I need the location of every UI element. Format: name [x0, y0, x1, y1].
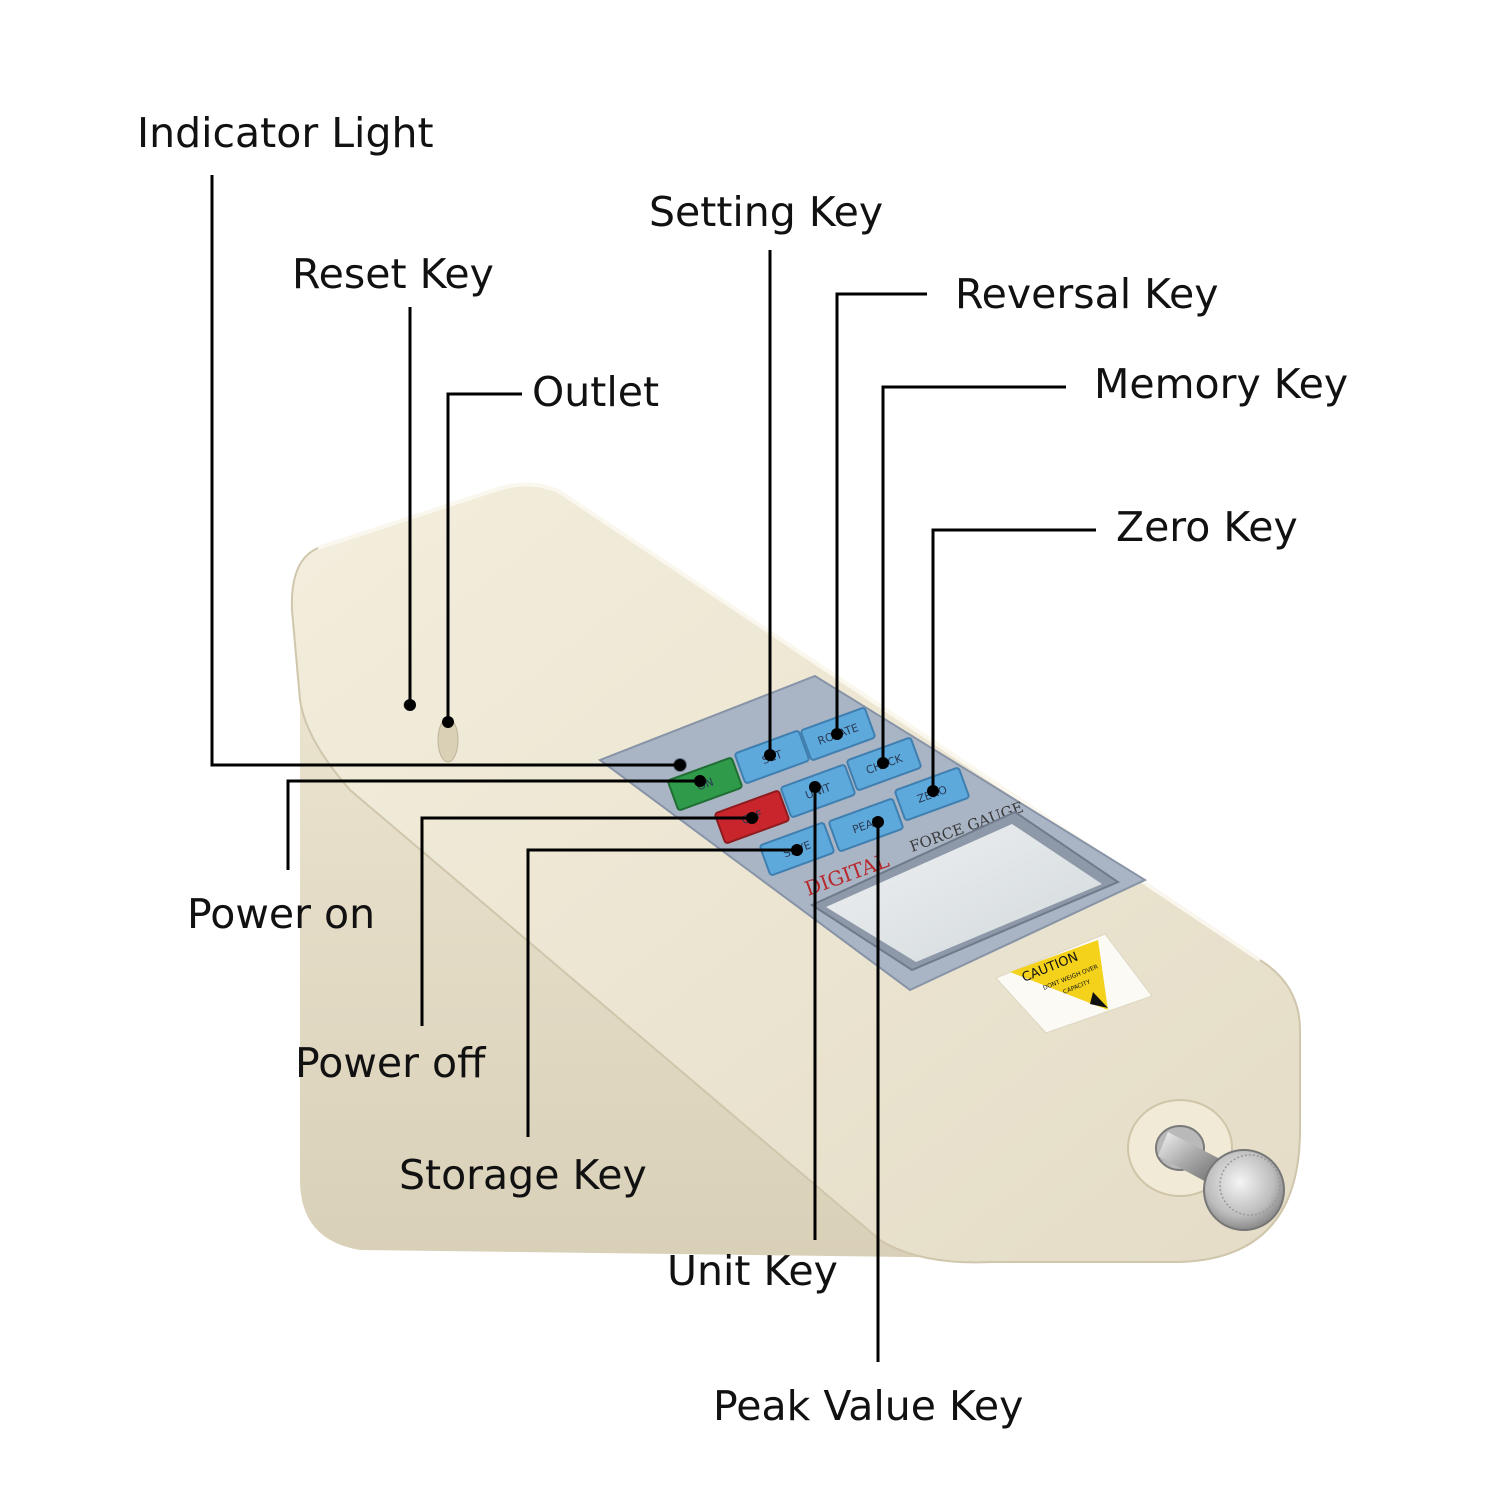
dot-peak-value-key — [872, 816, 884, 828]
leader-outlet — [446, 392, 522, 722]
label-memory-key: Memory Key — [1094, 360, 1348, 408]
label-reversal-key: Reversal Key — [955, 270, 1218, 318]
knurled-knob — [1203, 1149, 1285, 1231]
dot-setting-key — [764, 749, 776, 761]
sensor-shaft — [1127, 1099, 1285, 1231]
caution-triangle — [1010, 940, 1108, 1010]
caution-label: CAUTION DONT WEIGH OVER CAPACITY — [995, 933, 1153, 1034]
label-zero-key: Zero Key — [1116, 503, 1298, 551]
label-outlet: Outlet — [532, 368, 659, 416]
label-unit-key: Unit Key — [667, 1247, 838, 1295]
shaft-rod — [1158, 1132, 1222, 1184]
label-indicator-light: Indicator Light — [137, 109, 434, 157]
label-storage-key: Storage Key — [399, 1151, 647, 1199]
leader-memory-key — [881, 385, 1066, 763]
leader-power-on — [286, 779, 700, 870]
device-top-edge — [317, 482, 1262, 962]
dot-zero-key — [927, 785, 939, 797]
dot-reset-key — [404, 699, 416, 711]
dot-power-on — [694, 775, 706, 787]
dot-reversal-key — [831, 728, 843, 740]
label-peak-value-key: Peak Value Key — [713, 1382, 1023, 1430]
leader-storage-key — [526, 848, 797, 1137]
label-power-off: Power off — [295, 1039, 487, 1087]
leader-zero-key — [931, 528, 1096, 791]
dot-power-off — [746, 812, 758, 824]
leader-reversal-key — [835, 292, 927, 734]
label-setting-key: Setting Key — [649, 188, 883, 236]
dot-unit-key — [809, 781, 821, 793]
label-reset-key: Reset Key — [292, 250, 494, 298]
leader-indicator-light — [210, 175, 680, 767]
leader-power-off — [420, 816, 752, 1026]
knob-face — [1219, 1154, 1281, 1216]
dot-memory-key — [877, 757, 889, 769]
lcd-screen — [826, 824, 1102, 962]
caution-arrow — [1090, 992, 1108, 1008]
dot-outlet — [442, 716, 454, 728]
label-power-on: Power on — [187, 890, 375, 938]
dot-storage-key — [791, 844, 803, 856]
leader-lines — [210, 175, 1096, 1362]
dot-indicator-light — [674, 759, 686, 771]
callout-labels: Indicator Light Reset Key Outlet Setting… — [137, 109, 1348, 1430]
